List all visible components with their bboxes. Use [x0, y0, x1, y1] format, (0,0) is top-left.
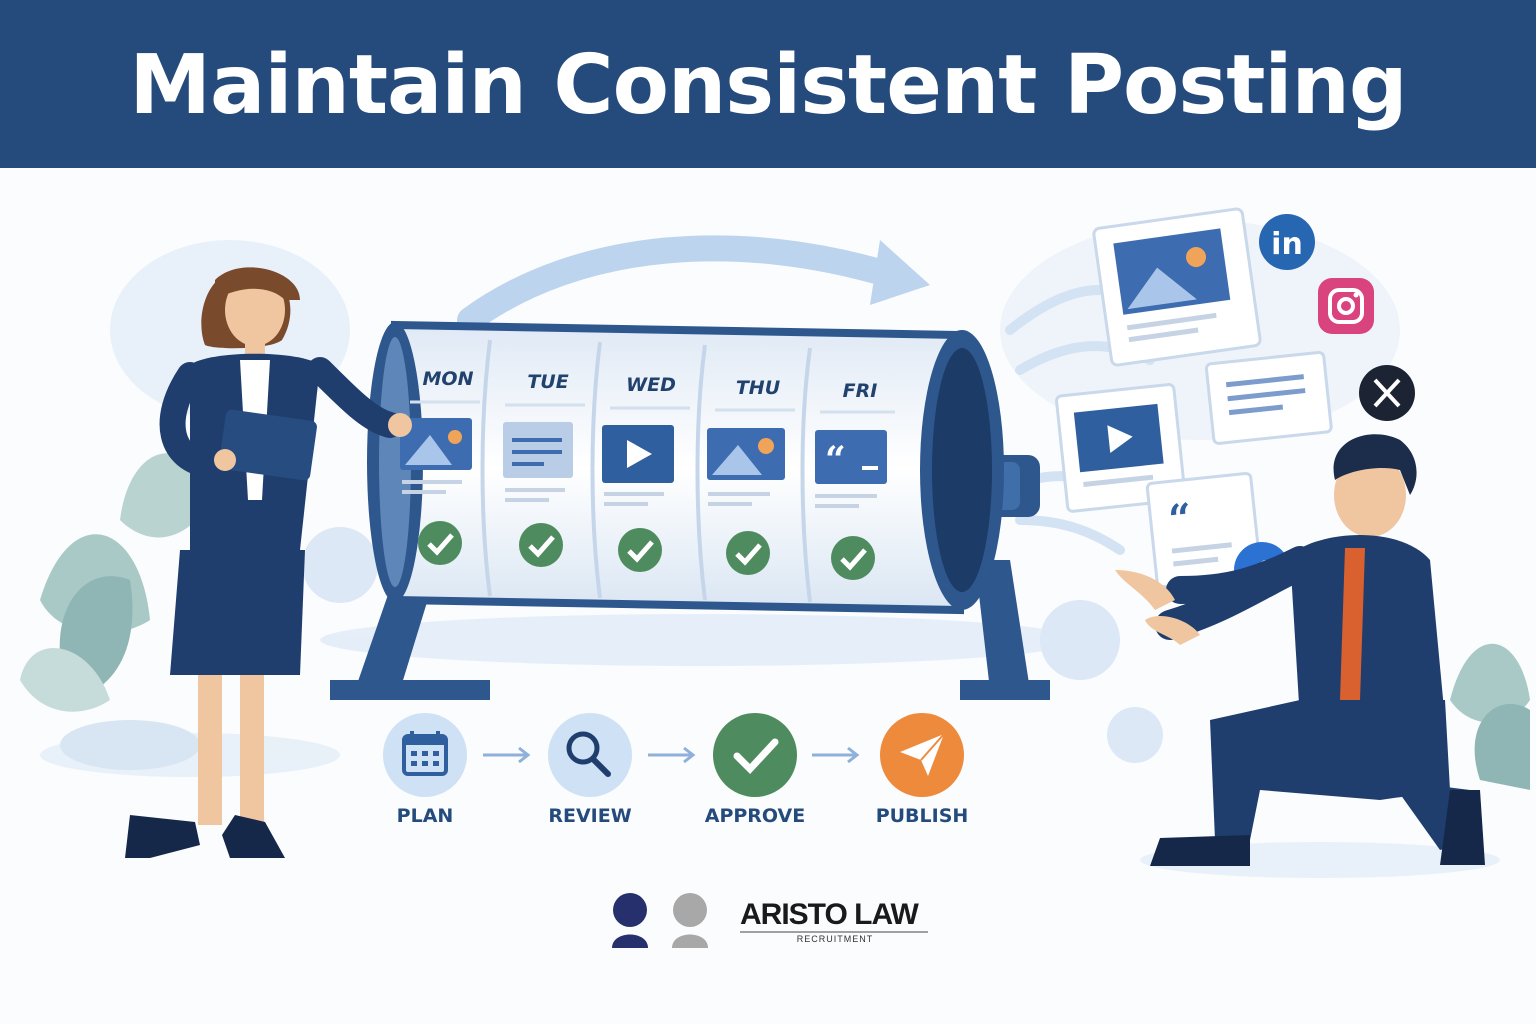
- title-banner: [0, 0, 1536, 168]
- checkmark-icon: [726, 531, 770, 575]
- paper-plane-icon: [880, 713, 964, 797]
- day-label-fri: FRI: [842, 380, 878, 402]
- svg-text:in: in: [1271, 227, 1303, 262]
- post-card-image: [1092, 207, 1262, 367]
- magnifier-icon: [548, 713, 632, 797]
- post-card-quote: “: [1145, 471, 1263, 589]
- day-label-tue: TUE: [527, 371, 569, 393]
- arrow-right-icon: [648, 746, 696, 764]
- post-card-video: [1055, 383, 1187, 513]
- checkmark-icon: [418, 521, 462, 565]
- man-figure: [1115, 434, 1485, 866]
- calendar-icon: [383, 713, 467, 797]
- brand-name: ARISTO LAW: [740, 898, 919, 931]
- day-label-thu: THU: [735, 377, 781, 399]
- brand-logo: [612, 893, 708, 948]
- checkmark-icon: [618, 528, 662, 572]
- gear-icons: [302, 527, 1163, 763]
- arrow-right-icon: [812, 746, 860, 764]
- svg-text:“: “: [825, 439, 846, 481]
- woman-figure: [125, 267, 412, 858]
- post-card-text: [1204, 350, 1333, 445]
- svg-text:“: “: [1166, 494, 1194, 543]
- brand-subtitle: RECRUITMENT: [796, 934, 874, 944]
- x-icon: [1359, 365, 1415, 421]
- step-label-publish: PUBLISH: [875, 805, 969, 827]
- instagram-icon: [1318, 278, 1374, 334]
- flow-arrow: [457, 235, 903, 333]
- step-label-review: REVIEW: [548, 805, 632, 827]
- quote-icon: “: [815, 430, 887, 508]
- step-label-plan: PLAN: [396, 805, 454, 827]
- checkmark-icon: [713, 713, 797, 797]
- arrow-right-icon: [483, 746, 531, 764]
- day-label-mon: MON: [422, 368, 474, 390]
- text-icon: [503, 422, 573, 502]
- checkmark-icon: [831, 536, 875, 580]
- plant-right: [1450, 643, 1530, 790]
- video-icon: [602, 425, 674, 506]
- day-label-wed: WED: [626, 374, 676, 396]
- image-icon: [707, 428, 785, 506]
- linkedin-icon: in: [1259, 214, 1315, 270]
- step-label-approve: APPROVE: [704, 805, 806, 827]
- plant-left: [20, 453, 210, 770]
- image-icon: [400, 418, 472, 494]
- checkmark-icon: [519, 523, 563, 567]
- page-title: Maintain Consistent Posting: [129, 38, 1407, 133]
